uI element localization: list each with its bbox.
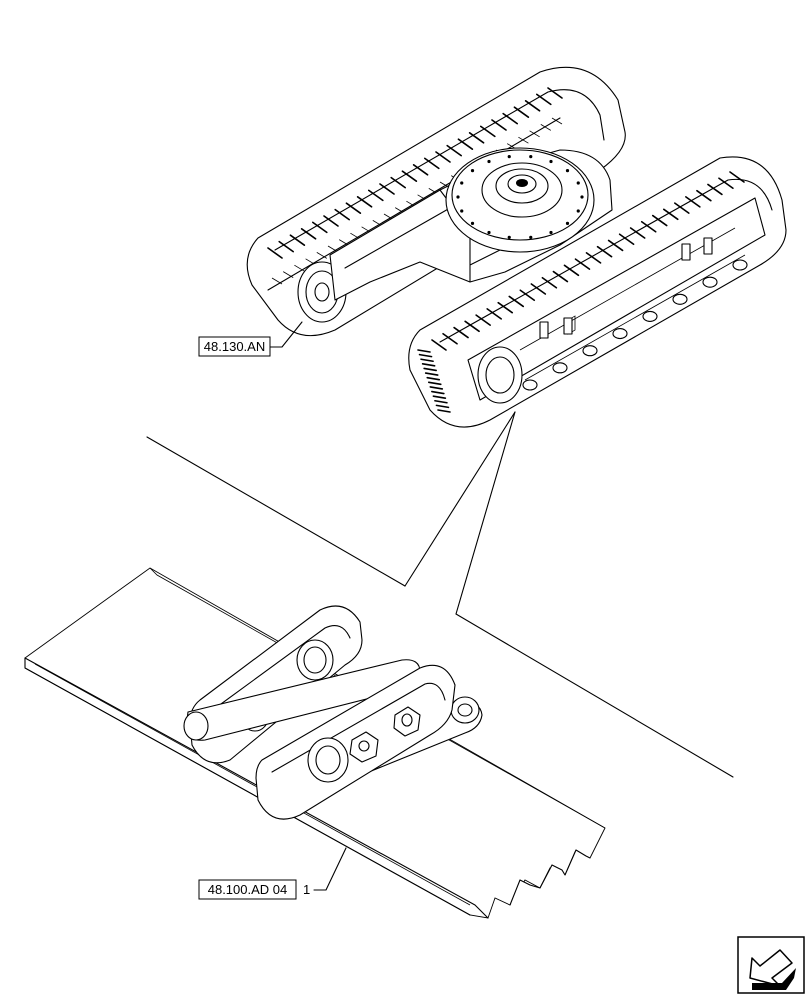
center-frame xyxy=(329,147,613,301)
callout-track-shoe[interactable]: 48.100.AD 04 1 xyxy=(198,847,347,900)
callout-track-shoe-label: 48.100.AD 04 xyxy=(208,882,288,897)
right-track xyxy=(408,156,787,428)
callout-undercarriage[interactable]: 48.130.AN xyxy=(198,321,303,357)
track-link-front xyxy=(255,664,456,820)
undercarriage-assembly xyxy=(246,66,787,428)
detail-leader-lines xyxy=(146,411,734,778)
track-shoe-detail xyxy=(24,567,606,919)
arrow-nav-icon[interactable] xyxy=(737,936,805,994)
callout-track-shoe-item: 1 xyxy=(303,882,310,897)
callout-undercarriage-label: 48.130.AN xyxy=(204,339,265,354)
